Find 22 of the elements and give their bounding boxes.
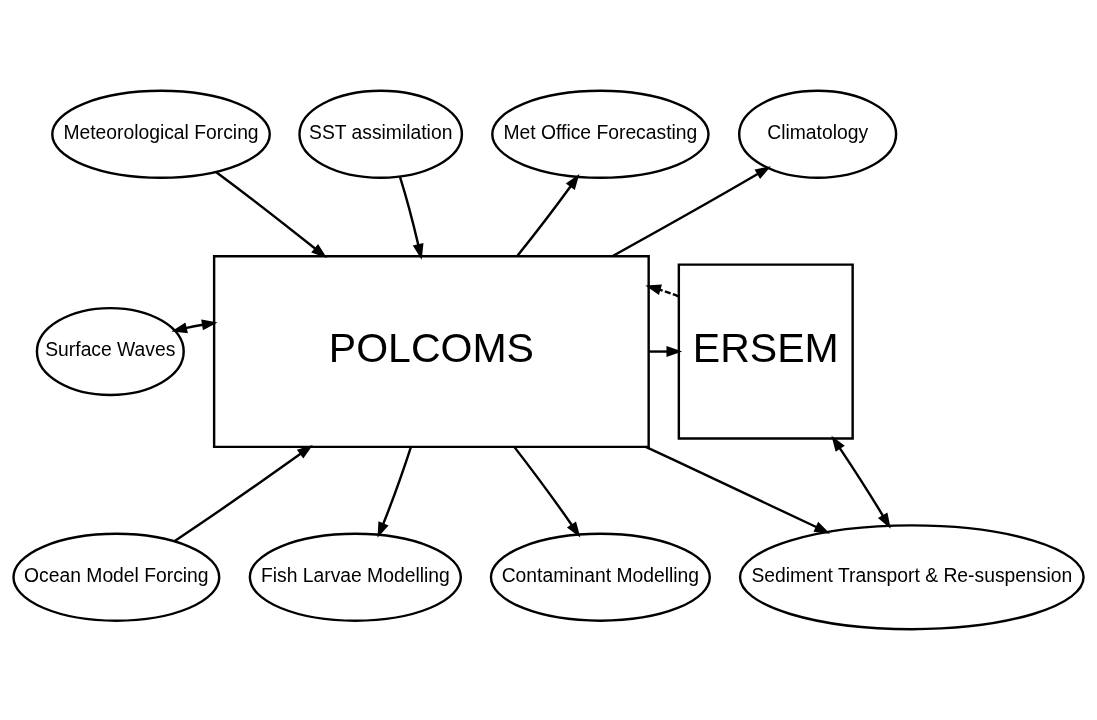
arrow [398, 176, 424, 260]
arrow [516, 173, 580, 257]
arrow [377, 446, 413, 538]
arrow [513, 446, 581, 538]
node-ellipse: Sediment Transport & Re-suspension [738, 524, 1085, 631]
arrow [171, 319, 218, 334]
node-box: ERSEM [677, 263, 854, 440]
node-ellipse: Meteorological Forcing [51, 89, 271, 179]
node-box: POLCOMS [212, 255, 650, 449]
arrow [648, 346, 683, 358]
arrow [173, 445, 313, 543]
node-ellipse: Fish Larvae Modelling [248, 532, 463, 622]
arrow [612, 166, 771, 257]
arrow [831, 435, 891, 529]
node-ellipse: Ocean Model Forcing [12, 532, 221, 622]
node-ellipse: SST assimilation [298, 89, 464, 179]
arrow [215, 170, 327, 259]
node-ellipse: Met Office Forecasting [491, 89, 710, 179]
node-ellipse: Surface Waves [35, 306, 185, 397]
node-ellipse: Contaminant Modelling [489, 532, 711, 622]
arrow [645, 445, 830, 534]
arrow [645, 284, 679, 298]
